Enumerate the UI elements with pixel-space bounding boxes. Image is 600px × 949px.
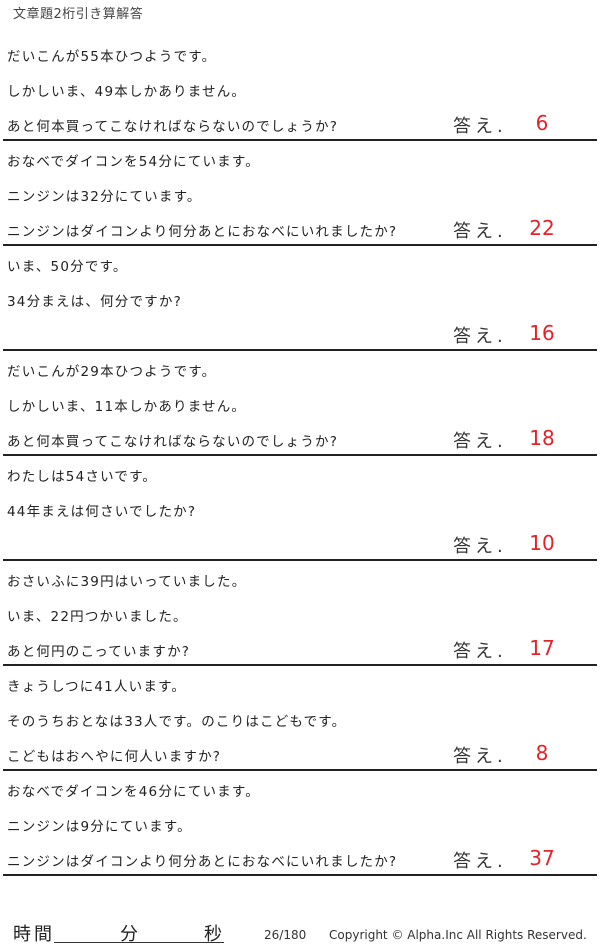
answer-value: 37 xyxy=(529,846,555,870)
minute-label: 分 xyxy=(120,924,138,945)
answer-label: 答え. xyxy=(453,326,507,347)
problem-text-line: だいこんが29本ひつようです。 xyxy=(7,364,217,380)
problem-4: だいこんが29本ひつようです。 しかしいま、11本しかありません。 あと何本買っ… xyxy=(0,351,600,456)
answer-value: 18 xyxy=(529,426,555,450)
answer-value: 17 xyxy=(529,636,555,660)
copyright-text: Copyright © Alpha.Inc All Rights Reserve… xyxy=(329,928,587,942)
page-number: 26/180 xyxy=(264,928,307,942)
problem-text-line: おなべでダイコンを54分にています。 xyxy=(7,154,260,170)
problem-question: ニンジンはダイコンより何分あとにおなべにいれましたか? xyxy=(7,854,398,870)
problem-text-line: いま、50分です。 xyxy=(7,259,128,275)
problem-question: こどもはおへやに何人いますか? xyxy=(7,749,222,765)
divider xyxy=(3,454,597,456)
problem-text-line: わたしは54さいです。 xyxy=(7,469,158,485)
time-label: 時間 xyxy=(13,924,55,945)
problem-question: ニンジンはダイコンより何分あとにおなべにいれましたか? xyxy=(7,224,398,240)
second-label: 秒 xyxy=(204,924,222,945)
page-title: 文章題2桁引き算解答 xyxy=(13,7,144,22)
answer-label: 答え. xyxy=(453,641,507,662)
divider xyxy=(3,874,597,876)
problem-text-line: おなべでダイコンを46分にています。 xyxy=(7,784,260,800)
answer-label: 答え. xyxy=(453,536,507,557)
problem-question: あと何円のこっていますか? xyxy=(7,644,191,660)
problem-3: いま、50分です。 34分まえは、何分ですか? 答え. 16 xyxy=(0,246,600,351)
problem-text-line: きょうしつに41人います。 xyxy=(7,679,187,695)
answer-value: 16 xyxy=(529,321,555,345)
problem-text-line: しかしいま、11本しかありません。 xyxy=(7,399,247,415)
footer: 時間 分 秒 26/180 Copyright © Alpha.Inc All … xyxy=(0,918,600,948)
problem-8: おなべでダイコンを46分にています。 ニンジンは9分にています。 ニンジンはダイ… xyxy=(0,771,600,876)
divider xyxy=(3,139,597,141)
divider xyxy=(3,349,597,351)
problem-text-line: ニンジンは9分にています。 xyxy=(7,819,192,835)
answer-value: 22 xyxy=(529,216,555,240)
answer-label: 答え. xyxy=(453,221,507,242)
problem-text-line: 44年まえは何さいでしたか? xyxy=(7,504,197,520)
divider xyxy=(3,664,597,666)
problem-2: おなべでダイコンを54分にています。 ニンジンは32分にています。 ニンジンはダ… xyxy=(0,141,600,246)
divider xyxy=(3,244,597,246)
problem-text-line: だいこんが55本ひつようです。 xyxy=(7,49,217,65)
problem-text-line: いま、22円つかいました。 xyxy=(7,609,188,625)
problem-text-line: 34分まえは、何分ですか? xyxy=(7,294,182,310)
answer-label: 答え. xyxy=(453,431,507,452)
answer-label: 答え. xyxy=(453,746,507,767)
problem-6: おさいふに39円はいっていました。 いま、22円つかいました。 あと何円のこって… xyxy=(0,561,600,666)
problem-7: きょうしつに41人います。 そのうちおとなは33人です。のこりはこどもです。 こ… xyxy=(0,666,600,771)
answer-label: 答え. xyxy=(453,851,507,872)
problem-question: あと何本買ってこなければならないのでしょうか? xyxy=(7,434,339,450)
problem-text-line: そのうちおとなは33人です。のこりはこどもです。 xyxy=(7,714,347,730)
problem-1: だいこんが55本ひつようです。 しかしいま、49本しかありません。 あと何本買っ… xyxy=(0,36,600,141)
answer-value: 10 xyxy=(529,531,555,555)
divider xyxy=(3,769,597,771)
problem-5: わたしは54さいです。 44年まえは何さいでしたか? 答え. 10 xyxy=(0,456,600,561)
answer-value: 6 xyxy=(535,111,549,135)
problem-text-line: ニンジンは32分にています。 xyxy=(7,189,202,205)
problem-text-line: しかしいま、49本しかありません。 xyxy=(7,84,247,100)
problem-text-line: おさいふに39円はいっていました。 xyxy=(7,574,247,590)
answer-label: 答え. xyxy=(453,116,507,137)
divider xyxy=(3,559,597,561)
answer-value: 8 xyxy=(535,741,549,765)
problem-question: あと何本買ってこなければならないのでしょうか? xyxy=(7,119,339,135)
time-entry-blank xyxy=(54,942,224,943)
